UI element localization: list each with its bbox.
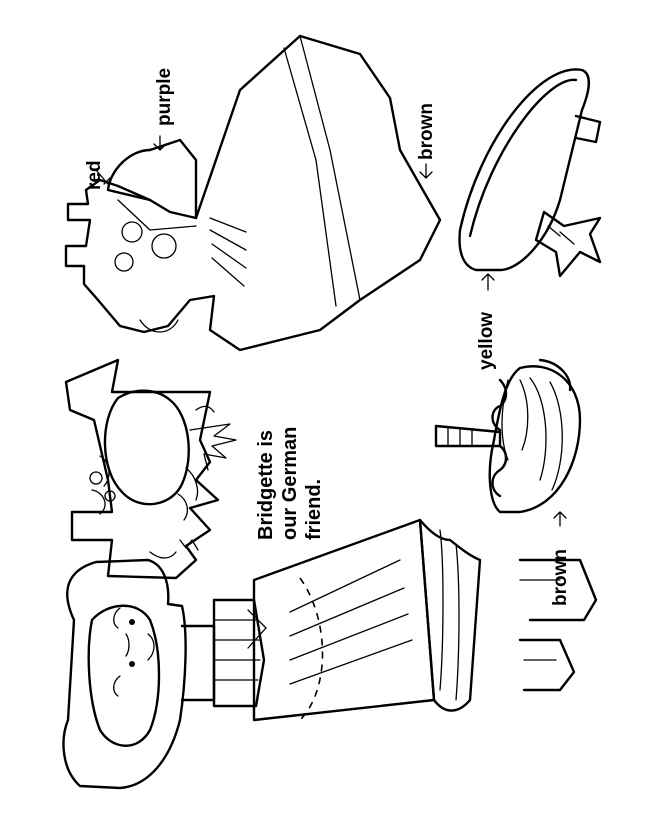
caption-line-2: our German — [279, 427, 301, 540]
paper-doll-girl — [62, 518, 598, 790]
basket-piece — [434, 358, 582, 514]
hat-piece — [458, 68, 602, 278]
label-brown-dress-text: brown — [416, 103, 437, 160]
blouse-piece — [64, 358, 237, 580]
caption: Bridgette is our German friend. — [255, 427, 325, 540]
arrow-red — [95, 169, 111, 185]
dress-piece — [64, 34, 442, 352]
arrow-brown-dress — [419, 163, 433, 179]
label-brown-basket: brown — [550, 549, 571, 606]
label-red-text: red — [84, 160, 105, 190]
caption-line-3: friend. — [303, 479, 325, 540]
label-purple-text: purple — [154, 68, 175, 126]
label-brown-dress: brown — [416, 103, 437, 160]
label-brown-basket-text: brown — [550, 549, 571, 606]
arrow-purple — [153, 135, 167, 151]
label-yellow: yellow — [476, 312, 497, 370]
label-purple: purple — [154, 68, 175, 126]
label-red: red — [84, 160, 105, 190]
arrow-brown-basket — [553, 511, 567, 527]
arrow-yellow — [481, 273, 495, 291]
caption-line-1: Bridgette is — [255, 430, 277, 540]
label-yellow-text: yellow — [476, 312, 497, 370]
